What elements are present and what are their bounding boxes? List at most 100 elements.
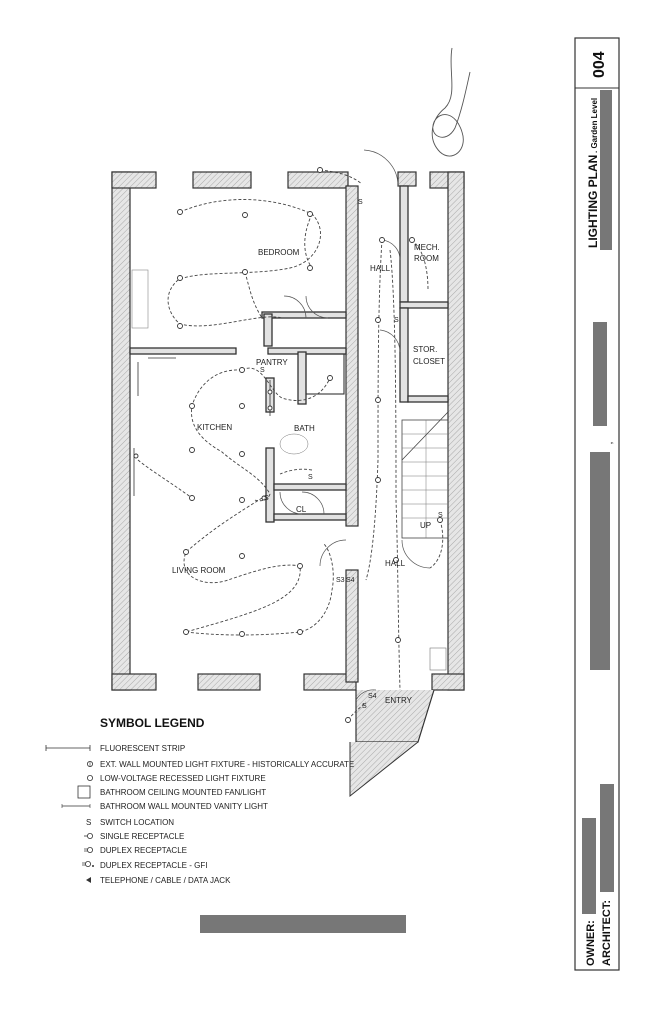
- title-block-frame: [574, 37, 620, 971]
- room-label-cl: CL: [296, 505, 307, 514]
- entry-niche: [429, 647, 447, 671]
- room-label-bedroom: BEDROOM: [258, 248, 300, 257]
- room-label-hall-bottom: HALL: [385, 559, 406, 568]
- switch-label-s4: S4: [346, 577, 355, 584]
- sheet-subtitle: . Garden Level: [590, 98, 599, 153]
- wall-right: [447, 171, 465, 691]
- recessed-light-icon: [307, 211, 313, 217]
- architect-label: ARCHITECT:: [601, 900, 613, 966]
- wall-left: [111, 171, 131, 691]
- room-label-up: UP: [420, 521, 431, 530]
- wall-closet: [399, 307, 409, 403]
- door-cl-1: [279, 491, 303, 515]
- switch-label: S: [358, 199, 363, 206]
- door-bedroom: [283, 295, 307, 319]
- recessed-light-icon: [297, 629, 303, 635]
- door-entry: [355, 689, 377, 701]
- recessed-light-icon: [87, 775, 94, 782]
- recessed-light-icon: [239, 403, 245, 409]
- door-bedroom-2: [305, 295, 329, 319]
- recessed-light-icon: [242, 269, 248, 275]
- redaction-owner: [582, 818, 596, 914]
- redaction-title: [600, 90, 612, 250]
- wall-fixture-icon: [437, 517, 443, 523]
- receptacle-icon: [261, 495, 267, 501]
- recessed-light-icon: [183, 629, 189, 635]
- wall-kitchen-cl: [265, 447, 275, 523]
- legend-label: SINGLE RECEPTACLE: [100, 832, 184, 841]
- room-label-stor-1: STOR.: [413, 345, 437, 354]
- recessed-light-icon: [307, 265, 313, 271]
- recessed-light-icon: [375, 317, 381, 323]
- door-cl-2: [301, 491, 325, 515]
- recessed-light-icon: [242, 212, 248, 218]
- recessed-light-icon: [177, 323, 183, 329]
- legend-label: LOW-VOLTAGE RECESSED LIGHT FIXTURE: [100, 774, 266, 783]
- recessed-light-icon: [409, 237, 415, 243]
- door-living: [319, 539, 347, 567]
- legend-label: TELEPHONE / CABLE / DATA JACK: [100, 876, 231, 885]
- bath-ceiling-light-icon: [327, 375, 333, 381]
- recessed-light-icon: [239, 367, 245, 373]
- wall-pantry-top: [261, 311, 347, 319]
- switch-label-s3: S3: [336, 577, 345, 584]
- symbol-legend: SYMBOL LEGEND S: [45, 716, 354, 885]
- recessed-light-icon: [379, 237, 385, 243]
- wall-bedroom-kitchen: [129, 347, 237, 355]
- room-label-kitchen: KITCHEN: [197, 423, 232, 432]
- owner-label: OWNER:: [585, 920, 597, 966]
- recessed-light-icon: [183, 549, 189, 555]
- switch-label: S: [308, 474, 313, 481]
- door-rear: [363, 149, 399, 187]
- recessed-light-icon: [393, 557, 399, 563]
- recessed-light-icon: [239, 631, 245, 637]
- recessed-light-icon: [239, 497, 245, 503]
- wall-fixture-icon: [87, 761, 94, 768]
- recessed-light-icon: [239, 553, 245, 559]
- room-label-bath: BATH: [294, 424, 315, 433]
- recessed-light-icon: [177, 209, 183, 215]
- redaction-address-1: [593, 322, 607, 426]
- wall-center-upper: [345, 185, 359, 527]
- switch-icon: S: [86, 818, 91, 827]
- sheet-title: LIGHTING PLAN: [586, 155, 600, 248]
- sheet-number: 004: [591, 51, 608, 78]
- legend-label: BATHROOM CEILING MOUNTED FAN/LIGHT: [100, 788, 266, 797]
- recessed-light-icon: [395, 637, 401, 643]
- recessed-light-icon: [189, 403, 195, 409]
- legend-label: DUPLEX RECEPTACLE: [100, 846, 187, 855]
- title-comma: ,: [607, 442, 614, 444]
- wall-mech-bottom: [399, 301, 449, 309]
- wall-fixture-icon: [317, 167, 323, 173]
- legend-title: SYMBOL LEGEND: [100, 716, 205, 730]
- wall-pantry-left: [263, 313, 273, 347]
- room-label-hall-top: HALL: [370, 264, 391, 273]
- signature: [431, 47, 471, 157]
- room-label-entry: ENTRY: [385, 696, 413, 705]
- switch-label: S: [264, 495, 269, 502]
- wall-top-1: [111, 171, 157, 189]
- recessed-light-icon: [375, 397, 381, 403]
- bath-tub: [279, 433, 309, 455]
- stoop: [349, 741, 419, 798]
- wall-top-3: [287, 171, 349, 189]
- bedroom-closet: [131, 269, 149, 329]
- wall-bath-left: [297, 351, 307, 405]
- ceiling-fan-light-icon: [77, 785, 91, 799]
- wall-mech: [399, 185, 409, 303]
- recessed-light-icon: [297, 563, 303, 569]
- fixtures: [133, 167, 443, 723]
- switch-label: S: [438, 512, 443, 519]
- recessed-light-icon: [189, 447, 195, 453]
- wall-bottom-2: [197, 673, 261, 691]
- room-label-pantry: PANTRY: [256, 358, 288, 367]
- legend-label: FLUORESCENT STRIP: [100, 744, 185, 753]
- room-label-stor-2: CLOSET: [413, 357, 445, 366]
- recessed-light-icon: [177, 275, 183, 281]
- legend-label: SWITCH LOCATION: [100, 818, 174, 827]
- fluorescent-strip-icon: [45, 745, 91, 751]
- redaction-address-2: [590, 452, 610, 670]
- switch-label-s4-entry: S4: [368, 693, 377, 700]
- door-closet: [379, 329, 401, 353]
